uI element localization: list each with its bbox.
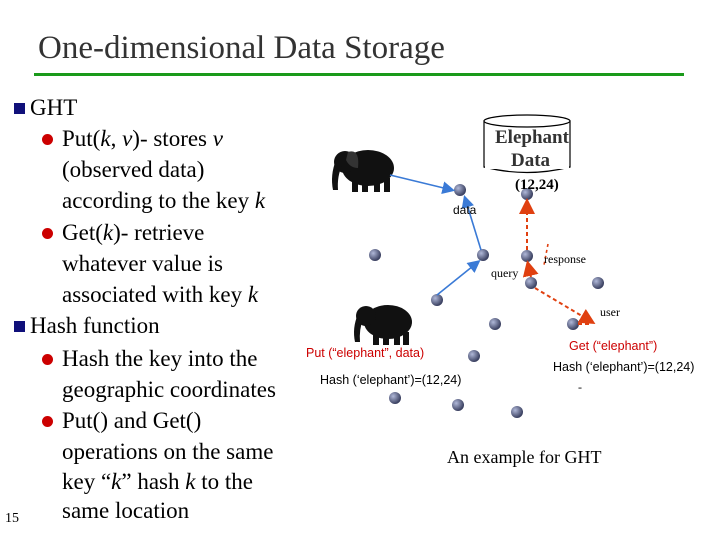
- sensor-node: [592, 277, 604, 289]
- bullet-get-line3: associated with key k: [62, 282, 259, 307]
- coordinate-label: (12,24): [515, 177, 559, 193]
- database-label: Elephant: [495, 127, 569, 148]
- bullet-hash-line1: Hash the key into the: [62, 346, 258, 371]
- bullet-put: Put(k, v)- stores v: [62, 126, 223, 151]
- bullet-dot-icon: [42, 354, 53, 365]
- bullet-dot-icon: [42, 228, 53, 239]
- bullet-square-icon: [14, 103, 25, 114]
- sensor-node: [489, 318, 501, 330]
- elephant-icon: [354, 305, 412, 345]
- bullet-get-line2: whatever value is: [62, 251, 223, 276]
- sensor-node: [431, 294, 443, 306]
- page-number: 15: [5, 511, 19, 526]
- response-label: response: [544, 252, 586, 266]
- data-arrow: [436, 259, 481, 296]
- bullet-putget-line3: key “k” hash k to the: [62, 469, 253, 494]
- sensor-nodes: [369, 184, 604, 418]
- bullet-putget-line4: same location: [62, 498, 190, 523]
- sensor-node: [369, 249, 381, 261]
- bullet-putget-line2: operations on the same: [62, 439, 274, 464]
- bullet-dot-icon: [42, 416, 53, 427]
- bullet-square-icon: [14, 321, 25, 332]
- bullet-get: Get(k)- retrieve: [62, 220, 205, 245]
- sensor-node: [454, 184, 466, 196]
- slide-title: One-dimensional Data Storage: [38, 30, 445, 66]
- query-arrow: [522, 260, 539, 278]
- bullet-dot-icon: [42, 134, 53, 145]
- hash-right-label: Hash (‘elephant’)=(12,24): [553, 360, 695, 374]
- sensor-node: [511, 406, 523, 418]
- database-icon: [483, 114, 571, 174]
- sensor-node: [525, 277, 537, 289]
- bullet-put-line3: according to the key k: [62, 188, 266, 213]
- data-arrow: [389, 174, 456, 194]
- sensor-node: [389, 392, 401, 404]
- elephant-icon: [332, 150, 394, 192]
- put-call-label: Put (“elephant”, data): [306, 346, 425, 360]
- bullet-put-line2: (observed data): [62, 157, 205, 182]
- bullet-hash-line2: geographic coordinates: [62, 377, 276, 402]
- data-label: data: [453, 203, 477, 217]
- bullet-ght: GHT: [30, 95, 78, 120]
- sensor-node: [452, 399, 464, 411]
- database-label-2: Data: [511, 150, 551, 171]
- diagram-caption: An example for GHT: [447, 447, 602, 467]
- sensor-node: [521, 188, 533, 200]
- bullet-hash: Hash function: [30, 313, 160, 338]
- title-underline: [34, 73, 684, 76]
- sensor-node: [468, 350, 480, 362]
- sensor-node: [521, 250, 533, 262]
- user-label: user: [600, 305, 620, 319]
- dash-label: -: [578, 380, 582, 394]
- get-call-label: Get (“elephant”): [569, 339, 658, 353]
- data-arrow: [461, 194, 482, 251]
- response-arrow: [534, 287, 596, 325]
- hash-left-label: Hash (‘elephant’)=(12,24): [320, 373, 462, 387]
- query-label: query: [491, 266, 519, 280]
- sensor-node: [567, 318, 579, 330]
- bullet-putget-line1: Put() and Get(): [62, 408, 202, 433]
- sensor-node: [477, 249, 489, 261]
